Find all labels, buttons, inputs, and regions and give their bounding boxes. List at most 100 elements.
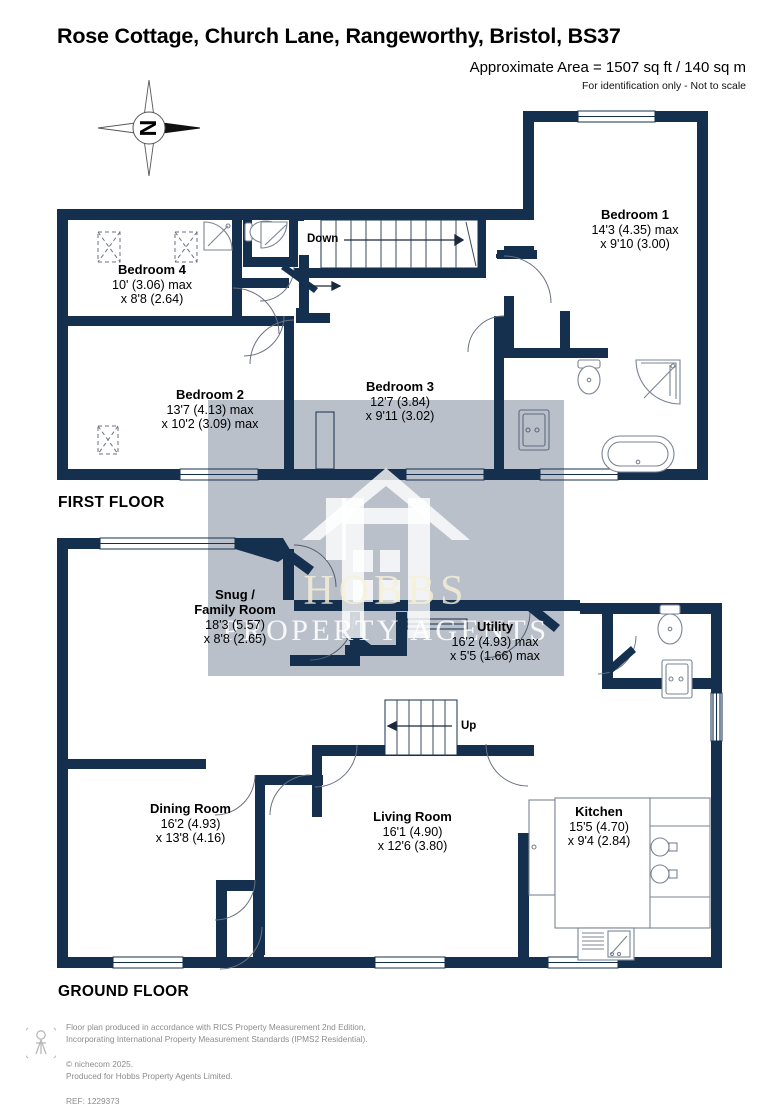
door-swing-bedroom1 [503, 255, 552, 304]
velux-skylight-2 [174, 231, 198, 263]
door-swing-snug-entry [293, 544, 337, 588]
wall-snug-south-b [160, 759, 206, 769]
door-leaf-wc [606, 646, 636, 674]
wall-utility-bottom [290, 655, 360, 666]
door-swing-bedroom4 [232, 287, 280, 335]
wall-landing-stub2 [296, 308, 306, 320]
door-swing-wc [597, 635, 637, 675]
stairs-down-label: Down [307, 233, 339, 245]
room-dim1-utility: 16'2 (4.93) max [451, 634, 539, 649]
room-label-living: Living Room 16'1 (4.90) x 12'6 (3.80) [320, 809, 505, 854]
north-compass-icon: N [97, 79, 201, 177]
wall-living-north [255, 775, 323, 785]
room-dim1-kitchen: 15'5 (4.70) [569, 819, 629, 834]
door-swing-porch-outer [219, 926, 263, 970]
room-label-bedroom3: Bedroom 3 12'7 (3.84) x 9'11 (3.02) [310, 379, 490, 424]
footer-line-1: Floor plan produced in accordance with R… [66, 1022, 366, 1032]
wall-bedroom1-bottom [504, 296, 514, 356]
footer-line-3-wrap: Produced for Hobbs Property Agents Limit… [66, 1070, 368, 1107]
room-dim1-bedroom2: 13'7 (4.13) max [166, 402, 254, 417]
room-label-utility: Utility 16'2 (4.93) max x 5'5 (1.66) max [400, 619, 590, 664]
velux-skylight-3 [97, 425, 119, 455]
room-label-bedroom2: Bedroom 2 13'7 (4.13) max x 10'2 (3.09) … [110, 387, 310, 432]
door-swing-bedroom2 [249, 319, 295, 365]
room-dim1-dining: 16'2 (4.93) [160, 816, 221, 831]
room-name-snug-line1: Snug / [215, 587, 255, 602]
stair-direction-arrow-up [386, 720, 452, 732]
person-measurement-icon [26, 1027, 56, 1059]
room-dim2-dining: x 13'8 (4.16) [155, 831, 226, 846]
room-label-dining: Dining Room 16'2 (4.93) x 13'8 (4.16) [98, 801, 283, 846]
stair-direction-arrow-down [344, 233, 465, 247]
wall-bedroom1-bottom2 [504, 348, 608, 358]
wall-snug-south [68, 759, 168, 769]
stairs-up-label: Up [461, 720, 477, 732]
wall-porch-right [253, 880, 264, 968]
door-leaf-utility [528, 604, 560, 632]
wall-landing-right-stub [560, 311, 570, 358]
room-dim2-bedroom2: x 10'2 (3.09) max [161, 417, 259, 432]
landing-direction-arrow [308, 280, 342, 292]
page-title: Rose Cottage, Church Lane, Rangeworthy, … [57, 24, 621, 48]
shower-family-bathroom [635, 359, 681, 405]
wall-stair-south [294, 268, 486, 278]
floorplan-drawing: .w{fill:#14304e;} .thin{fill:none;stroke… [57, 110, 723, 970]
room-label-snug: Snug / Family Room 18'3 (5.57) x 8'8 (2.… [140, 587, 330, 646]
wall-wc-ground-left [602, 603, 613, 689]
wall-landing-bedroom3 [284, 316, 294, 469]
identification-note: For identification only - Not to scale [582, 80, 746, 92]
room-label-kitchen: Kitchen 15'5 (4.70) x 9'4 (2.84) [510, 804, 688, 849]
wall-wc-south [243, 257, 298, 267]
wall-utility-div [396, 612, 407, 656]
room-dim2-living: x 12'6 (3.80) [377, 839, 448, 854]
bathtub-family-bathroom [601, 435, 675, 473]
room-dim1-bedroom1: 14'3 (4.35) max [591, 222, 679, 237]
compass-north-letter: N [135, 120, 161, 137]
wall-kitchen-west [518, 833, 529, 957]
wall-living-west [255, 775, 265, 955]
footer-line-2-wrap: Incorporating International Property Mea… [66, 1033, 368, 1070]
room-dim2-bedroom3: x 9'11 (3.02) [365, 409, 435, 424]
door-swing-bathroom [467, 315, 505, 353]
room-name-living: Living Room [373, 809, 452, 824]
footer-line-3: Produced for Hobbs Property Agents Limit… [66, 1071, 233, 1082]
room-dim1-living: 16'1 (4.90) [382, 824, 443, 839]
room-name-bedroom3: Bedroom 3 [366, 379, 434, 394]
wall-bedroom4-east [232, 220, 242, 288]
footer-line-2: Incorporating International Property Mea… [66, 1034, 368, 1045]
floorplan-page: Rose Cottage, Church Lane, Rangeworthy, … [26, 24, 746, 1106]
wall-stair-right [476, 219, 486, 269]
first-floor-title: FIRST FLOOR [58, 494, 165, 511]
room-dim1-bedroom3: 12'7 (3.84) [370, 394, 430, 409]
door-leaf-snug [282, 548, 314, 575]
room-label-bedroom1: Bedroom 1 14'3 (4.35) max x 9'10 (3.00) [540, 207, 730, 252]
door-swing-dining [214, 774, 256, 816]
ground-floor-plan [57, 537, 723, 970]
wall-bedroom3-bathroom [494, 316, 504, 469]
wall-wc-west [243, 220, 252, 266]
wall-porch-top [216, 880, 264, 891]
room-name-dining: Dining Room [150, 801, 231, 816]
room-name-snug-line2: Family Room [194, 601, 276, 617]
wall-snug-entry [235, 538, 292, 562]
room-name-utility: Utility [476, 619, 514, 634]
room-dim2-bedroom4: x 8'8 (2.64) [120, 292, 184, 307]
staircase-first-floor [320, 219, 479, 269]
door-swing-living-hall [269, 774, 311, 816]
door-swing-utility [483, 611, 531, 659]
toilet-ground-wc [657, 604, 683, 645]
door-swing-kitchen [485, 743, 529, 787]
basin-bedroom3 [518, 409, 550, 451]
velux-skylight-1 [97, 231, 121, 263]
wall-wc-east [289, 220, 298, 266]
room-dim2-bedroom1: x 9'10 (3.00) [600, 237, 670, 252]
room-dim1-snug: 18'3 (5.57) [205, 617, 265, 632]
footer: Floor plan produced in accordance with R… [26, 1021, 586, 1106]
wall-bedroom4-south [232, 278, 289, 288]
kitchen-units [528, 797, 711, 961]
wall-bedroom4-east-lower [232, 288, 242, 326]
shower-ensuite-right [260, 221, 288, 249]
room-dim2-kitchen: x 9'4 (2.84) [567, 834, 631, 849]
room-dim2-snug: x 8'8 (2.65) [203, 631, 267, 646]
wall-landing-partition [296, 313, 330, 323]
